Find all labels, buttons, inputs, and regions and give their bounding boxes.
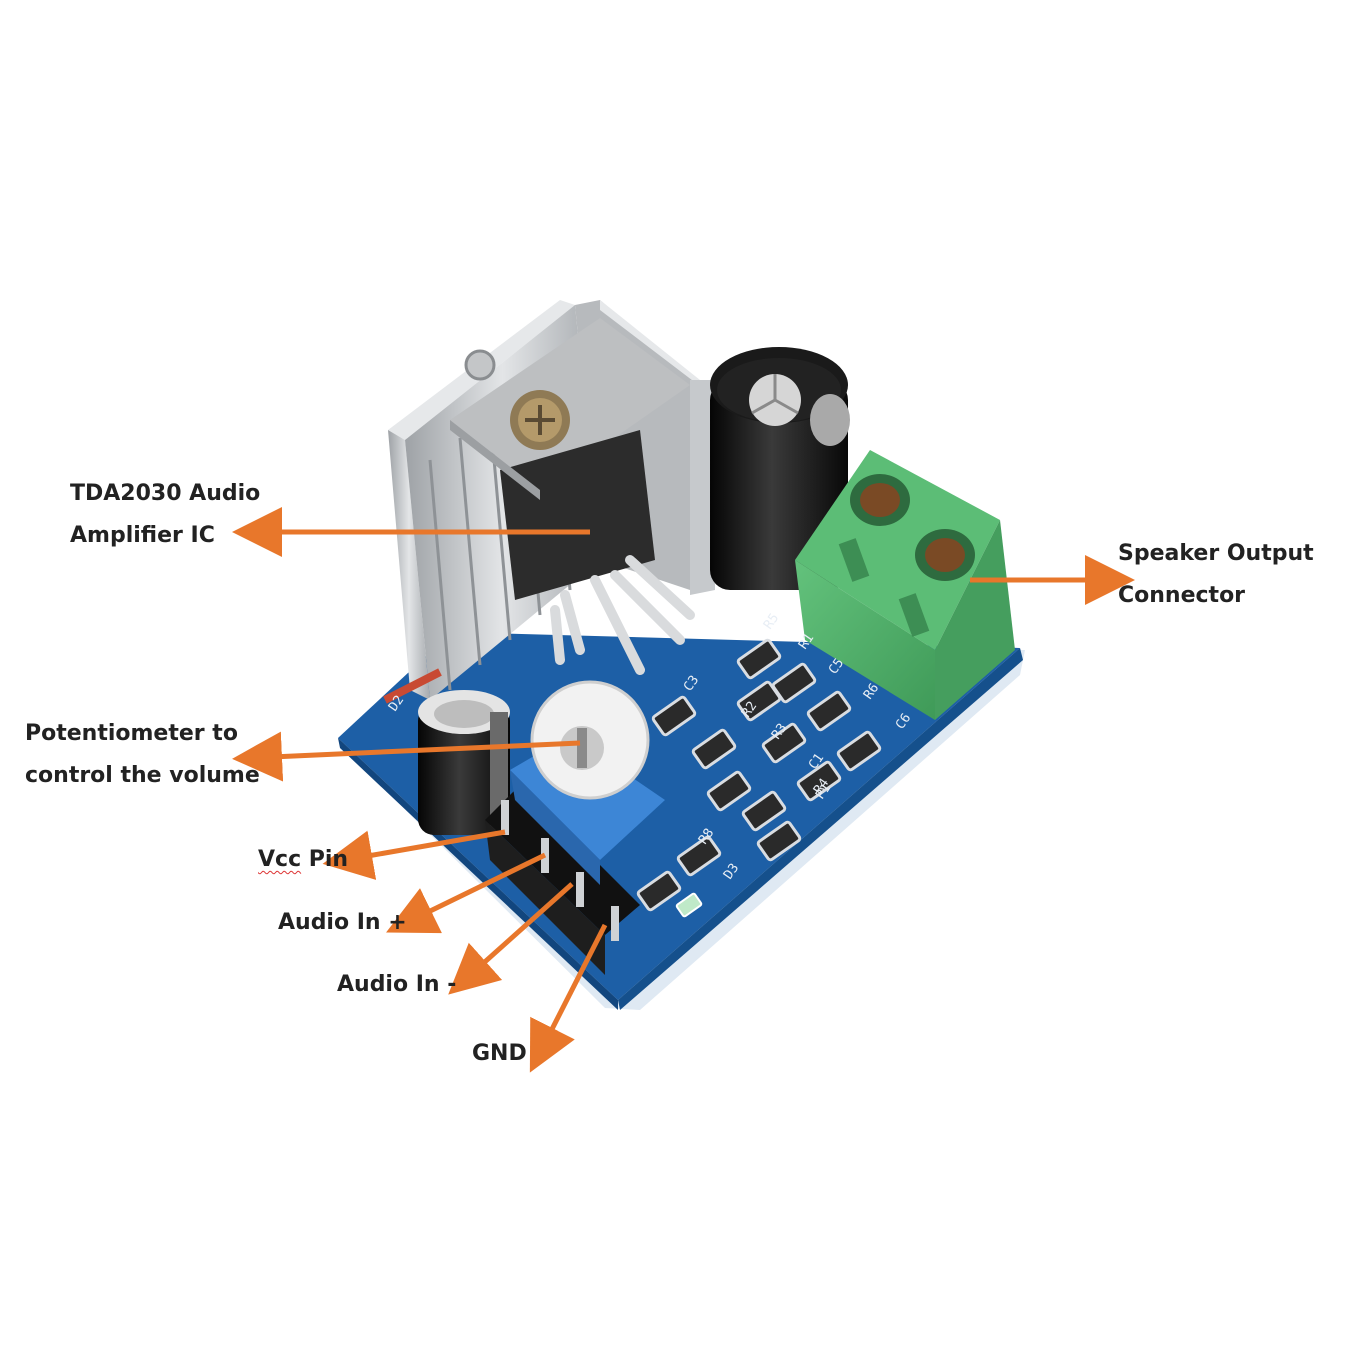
label-speaker-line2: Connector	[1118, 583, 1246, 608]
label-pot: Potentiometer to control the volume	[25, 713, 260, 797]
arrow-audio-minus	[448, 882, 574, 995]
label-audio-in-minus: Audio In -	[337, 964, 456, 1006]
label-gnd: GND	[472, 1033, 527, 1075]
label-vcc-rest: Pin	[301, 847, 349, 872]
label-audio-in-plus-text: Audio In +	[278, 910, 407, 935]
label-pot-line1: Potentiometer to	[25, 721, 238, 746]
label-pot-line2: control the volume	[25, 763, 260, 788]
terminal-block	[795, 450, 1015, 720]
label-ic-line2: Amplifier IC	[70, 523, 215, 548]
arrow-gnd	[529, 923, 608, 1073]
arrow-vcc	[322, 829, 506, 880]
label-gnd-text: GND	[472, 1041, 527, 1066]
arrow-audio-plus	[386, 852, 547, 934]
potentiometer	[510, 680, 665, 885]
label-ic: TDA2030 Audio Amplifier IC	[70, 473, 260, 557]
arrows	[232, 507, 1135, 1073]
label-vcc-word: Vcc	[258, 847, 302, 872]
smd-components	[636, 638, 882, 912]
pcb	[338, 632, 1025, 1010]
label-ic-line1: TDA2030 Audio	[70, 481, 261, 506]
label-speaker: Speaker Output Connector	[1118, 533, 1314, 617]
led-icon	[675, 892, 703, 918]
ic-chip	[450, 318, 695, 675]
small-capacitor	[383, 668, 510, 835]
label-vcc: Vcc Pin	[258, 839, 348, 881]
label-audio-in-minus-text: Audio In -	[337, 972, 457, 997]
label-audio-in-plus: Audio In +	[278, 902, 407, 944]
arrow-pot	[232, 731, 581, 782]
label-speaker-line1: Speaker Output	[1118, 541, 1314, 566]
pin-header	[485, 785, 640, 975]
